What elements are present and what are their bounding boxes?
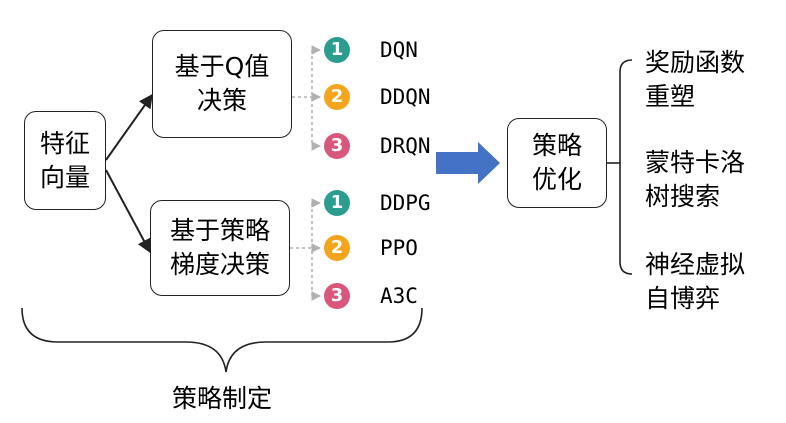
method-dqn: DQN: [380, 38, 418, 62]
feature-vector-box: 特征 向量: [24, 111, 106, 210]
number-badge-1: 1: [324, 37, 350, 63]
method-ddpg: DDPG: [380, 191, 431, 215]
method-drqn: DRQN: [380, 134, 431, 158]
method-a3c: A3C: [380, 284, 418, 308]
q-value-connectors: [292, 45, 321, 151]
number-badge-3: 3: [324, 283, 350, 309]
number-badge-1: 1: [324, 190, 350, 216]
option-mcts: 蒙特卡洛 树搜索: [645, 148, 746, 211]
bottom-caption: 策略制定: [172, 384, 273, 413]
method-ddqn: DDQN: [380, 85, 431, 109]
number-badge-2: 2: [324, 84, 350, 110]
policy-optimization-box: 策略 优化: [507, 118, 607, 208]
policy-gradient-connectors: [290, 198, 321, 301]
arrow-to-q-value: [105, 93, 153, 161]
option-nfsp: 神经虚拟 自博弈: [645, 250, 746, 313]
number-badge-3: 3: [324, 133, 350, 159]
option-reward-shaping: 奖励函数 重塑: [645, 48, 746, 111]
policy-gradient-decision-box: 基于策略 梯度决策: [150, 200, 290, 296]
options-bracket: [619, 59, 633, 275]
bottom-brace: [21, 307, 423, 373]
block-arrow: [436, 142, 500, 184]
method-ppo: PPO: [380, 236, 418, 260]
arrow-to-policy-gradient: [105, 169, 151, 254]
q-value-decision-box: 基于Q值 决策: [152, 30, 292, 138]
number-badge-2: 2: [324, 235, 350, 261]
